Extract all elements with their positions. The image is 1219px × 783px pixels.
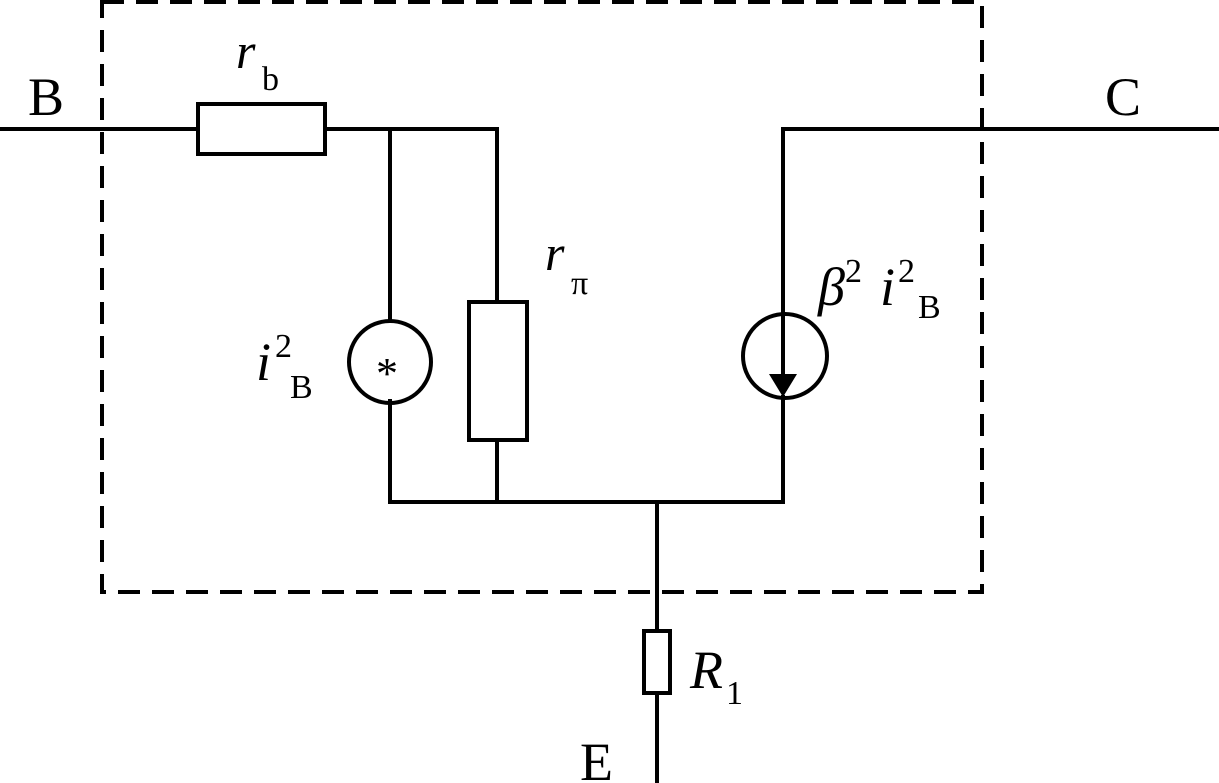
model-boundary bbox=[100, 0, 984, 594]
current-direction-arrow-icon bbox=[769, 374, 797, 397]
rb-resistor bbox=[196, 102, 327, 156]
r1-label-subscript: 1 bbox=[726, 675, 743, 712]
rpi-label-subscript: π bbox=[571, 265, 588, 302]
r1-label-symbol: R bbox=[689, 640, 723, 700]
rb-label-symbol: r bbox=[236, 23, 256, 79]
dep-source-label-beta-superscript: 2 bbox=[845, 253, 862, 290]
terminal-c-label: C bbox=[1105, 67, 1141, 127]
terminal-b-label: B bbox=[28, 67, 64, 127]
rpi-resistor bbox=[467, 300, 529, 442]
dep-source-label-subscript: B bbox=[918, 289, 941, 326]
r1-resistor bbox=[642, 629, 672, 695]
noise-source-label-subscript: B bbox=[290, 369, 313, 406]
rpi-label-symbol: r bbox=[545, 225, 565, 281]
terminal-e-label: E bbox=[580, 732, 613, 783]
rb-label-subscript: b bbox=[262, 61, 279, 98]
noise-source-label-superscript: 2 bbox=[275, 328, 292, 365]
dep-source-label-symbol: i bbox=[880, 257, 895, 317]
noise-source-asterisk-icon: * bbox=[376, 349, 398, 398]
dep-source-label-beta: β bbox=[817, 257, 845, 317]
dep-source-label-superscript: 2 bbox=[898, 253, 915, 290]
noise-source-label-symbol: i bbox=[256, 332, 271, 392]
